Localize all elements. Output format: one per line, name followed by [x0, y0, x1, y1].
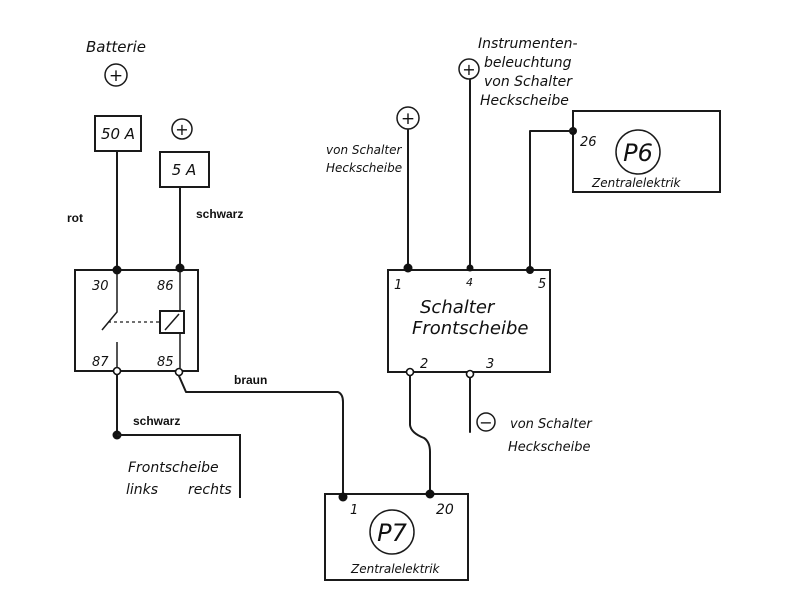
- relay-pin-85-label: 85: [157, 355, 174, 370]
- relay-coil-slash: [164, 313, 180, 331]
- p7-pin-20-label: 20: [436, 502, 454, 518]
- wire-label-braun: braun: [234, 373, 267, 387]
- wire-label-schwarz-bottom: schwarz: [133, 414, 180, 428]
- heckscheibe-minus-line1: von Schalter: [510, 417, 593, 432]
- battery-plus-circle: [104, 63, 128, 87]
- p6-label: P6: [623, 139, 653, 167]
- front-window-right-label: rechts: [188, 482, 232, 498]
- p7-box: [324, 493, 469, 581]
- wire-switch-pin2-p7: [409, 375, 431, 495]
- switch-title-line1: Schalter: [420, 297, 496, 318]
- heckscheibe-plus-icon: +: [401, 109, 415, 129]
- battery-label: Batterie: [86, 38, 146, 56]
- p7-label: P7: [377, 519, 407, 547]
- p7-caption: Zentralelektrik: [350, 562, 441, 576]
- relay-pin-87-dot: [112, 366, 122, 376]
- instrument-line2: beleuchtung: [484, 55, 572, 71]
- wire-p6-switch-pin5: [529, 130, 574, 271]
- instrument-plus-icon: +: [462, 60, 475, 79]
- front-window-left-label: links: [126, 482, 158, 498]
- p6-pin-label: 26: [580, 135, 597, 150]
- fuse-5a-plus-circle: [171, 118, 193, 140]
- p6-circle: [615, 129, 661, 175]
- switch-pin-4-label: 4: [466, 276, 473, 289]
- p6-box: [572, 110, 721, 193]
- instrument-plus-circle: [458, 58, 480, 80]
- switch-pin-5-label: 5: [538, 277, 546, 292]
- front-window-load-box: [117, 434, 241, 498]
- switch-pin-3-dot: [465, 369, 475, 379]
- wire-braun: [178, 375, 344, 498]
- relay-pin-85-dot: [174, 367, 184, 377]
- front-window-label: Frontscheibe: [128, 460, 219, 476]
- instrument-line4: Heckscheibe: [480, 93, 569, 109]
- fuse-5a-box: [159, 151, 210, 188]
- switch-pin-2-label: 2: [420, 357, 428, 372]
- relay-pin-30-dot: [112, 265, 122, 275]
- switch-pin-5-dot: [526, 266, 534, 274]
- switch-pin-4-dot: [466, 264, 474, 272]
- fuse-5a-label: 5 A: [172, 161, 197, 179]
- instrument-line3: von Schalter: [484, 74, 573, 90]
- wire-label-rot: rot: [67, 211, 83, 225]
- heckscheibe-plus-line2: Heckscheibe: [326, 161, 402, 175]
- p7-pin-20-dot: [425, 489, 435, 499]
- p7-pin-1-label: 1: [350, 503, 358, 518]
- switch-pin-1-label: 1: [394, 278, 402, 293]
- relay-pin-30-label: 30: [92, 279, 109, 294]
- relay-pin-86-dot: [175, 263, 185, 273]
- switch-title-line2: Frontscheibe: [412, 318, 529, 339]
- p6-caption: Zentralelektrik: [591, 176, 682, 190]
- fuse-50a-label: 50 A: [101, 125, 135, 143]
- heckscheibe-minus-icon: −: [479, 413, 492, 432]
- battery-plus-icon: +: [109, 66, 123, 86]
- heckscheibe-plus-line1: von Schalter: [326, 143, 402, 157]
- relay-pin-86-label: 86: [157, 279, 174, 294]
- heckscheibe-minus-line2: Heckscheibe: [508, 440, 590, 455]
- p7-circle: [369, 509, 415, 555]
- instrument-line1: Instrumenten-: [478, 36, 578, 52]
- switch-pin-3-label: 3: [486, 357, 494, 372]
- heckscheibe-minus-circle: [476, 412, 496, 432]
- switch-pin-1-dot: [403, 263, 413, 273]
- relay-box: [74, 269, 199, 372]
- fuse-5a-plus-icon: +: [175, 120, 188, 139]
- relay-coil: [159, 310, 185, 334]
- wire-label-schwarz-top: schwarz: [196, 207, 243, 221]
- relay-pin-87-label: 87: [92, 355, 109, 370]
- p7-pin-1-dot: [338, 492, 348, 502]
- relay-switch-contact: [101, 274, 118, 331]
- switch-pin-2-dot: [405, 367, 415, 377]
